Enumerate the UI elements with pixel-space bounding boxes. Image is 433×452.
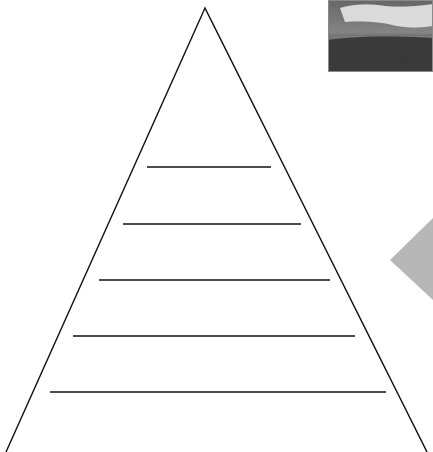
photo-thumbnail	[328, 0, 433, 72]
photo-ground	[328, 36, 433, 72]
pyramid-outline	[6, 8, 427, 452]
pyramid-blank-lines	[50, 167, 386, 392]
triangle-left-icon[interactable]	[390, 218, 433, 300]
